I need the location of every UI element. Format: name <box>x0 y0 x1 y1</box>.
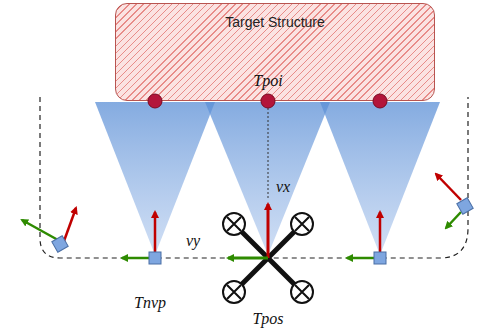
trajectory <box>40 97 468 258</box>
poi-dot <box>373 94 387 108</box>
waypoint-arrows <box>22 174 461 258</box>
drone <box>223 204 313 303</box>
poi-label: Tpoi <box>253 72 282 90</box>
position-label: Tpos <box>252 310 283 328</box>
node-title: Target Structure <box>116 14 434 30</box>
velocity-label: vx <box>276 178 290 196</box>
waypoint-label: Tnvp <box>134 294 166 312</box>
velocity-label: vy <box>186 232 200 250</box>
poi-dot <box>261 94 275 108</box>
poi-dot <box>148 94 162 108</box>
poi-line <box>268 108 269 200</box>
